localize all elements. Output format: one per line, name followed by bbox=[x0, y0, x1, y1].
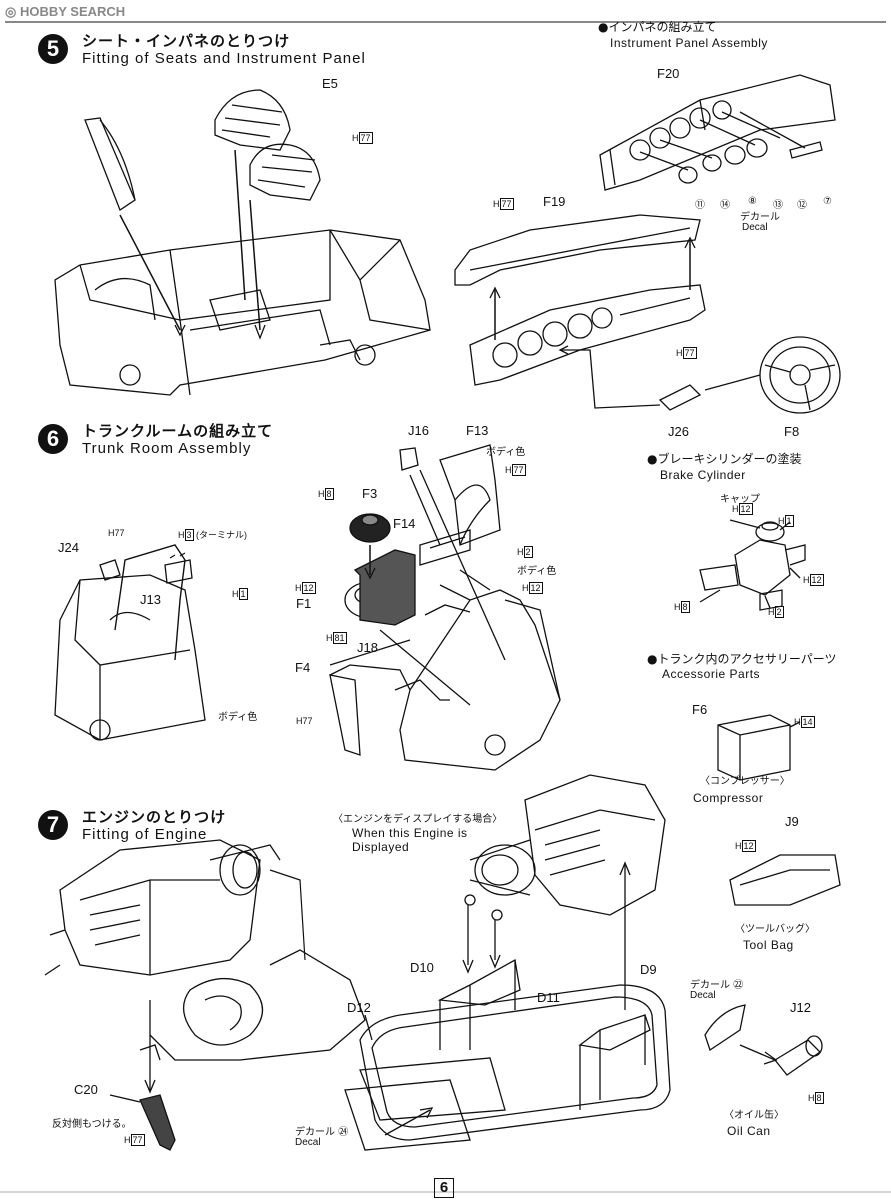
part-label-j24: J24 bbox=[58, 540, 79, 555]
part-label-j12: J12 bbox=[790, 1000, 811, 1015]
brake-cylinder-title-jp: ●ブレーキシリンダーの塗装 bbox=[647, 452, 802, 466]
accessories-title-en: Accessorie Parts bbox=[662, 667, 761, 681]
step-7-title-jp: エンジンのとりつけ bbox=[82, 808, 227, 826]
part-label-d12: D12 bbox=[347, 1000, 371, 1015]
part-label-f4: F4 bbox=[295, 660, 311, 675]
step-5-title-jp: シート・インパネのとりつけ bbox=[82, 32, 291, 50]
part-label-f1: F1 bbox=[296, 596, 312, 611]
step-6-title-en: Trunk Room Assembly bbox=[82, 440, 252, 457]
stand-decal-jp: デカール ㉔ bbox=[295, 1127, 349, 1138]
instrument-panel-title-en: Instrument Panel Assembly bbox=[610, 36, 768, 50]
part-label-d10: D10 bbox=[410, 960, 434, 975]
opposite-side-note: 反対側もつける。 bbox=[52, 1119, 132, 1130]
decal-label-jp: デカール bbox=[740, 212, 780, 223]
part-label-j9: J9 bbox=[785, 814, 799, 829]
accessories-title-jp: ●トランク内のアクセサリーパーツ bbox=[647, 652, 837, 666]
compressor-label-jp: 〈コンプレッサー〉 bbox=[700, 776, 790, 787]
oilcan-label-en: Oil Can bbox=[727, 1124, 771, 1138]
body-color-note-left: ボディ色 bbox=[218, 712, 258, 723]
step-number-6: 6 bbox=[38, 424, 68, 454]
watermark-icon: ◎ bbox=[5, 4, 20, 19]
part-label-d11: D11 bbox=[537, 990, 560, 1005]
color-callout-h77-f4: H77 bbox=[296, 716, 313, 726]
part-label-f19: F19 bbox=[543, 194, 566, 209]
decal-label-en: Decal bbox=[742, 222, 768, 233]
step-7-title-en: Fitting of Engine bbox=[82, 826, 208, 843]
watermark: ◎ HOBBY SEARCH bbox=[5, 4, 126, 19]
part-label-f8: F8 bbox=[784, 424, 800, 439]
oilcan-decal-jp: デカール ㉒ bbox=[690, 980, 744, 991]
cap-label: キャップ bbox=[720, 494, 760, 505]
color-num-13: ⑬ bbox=[773, 200, 783, 211]
instrument-panel-title-jp: ●インパネの組み立て bbox=[598, 20, 717, 34]
color-num-14: ⑭ bbox=[720, 200, 730, 211]
body-color-note-f13: ボディ色 bbox=[486, 447, 526, 458]
step-number-7: 7 bbox=[38, 810, 68, 840]
engine-display-en-2: Displayed bbox=[352, 840, 410, 854]
color-num-11: ⑪ bbox=[695, 200, 705, 211]
color-num-12: ⑫ bbox=[797, 200, 807, 211]
compressor-label-en: Compressor bbox=[693, 791, 764, 805]
color-num-7: ⑦ bbox=[823, 196, 832, 207]
oilcan-label-jp: 〈オイル缶〉 bbox=[724, 1110, 784, 1121]
part-label-j18: J18 bbox=[357, 640, 378, 655]
part-label-e5: E5 bbox=[322, 76, 338, 91]
engine-display-jp: 〈エンジンをディスプレイする場合〉 bbox=[333, 814, 503, 825]
color-num-8: ⑧ bbox=[748, 196, 757, 207]
part-label-j13: J13 bbox=[140, 592, 161, 607]
part-label-j26: J26 bbox=[668, 424, 689, 439]
toolbag-label-en: Tool Bag bbox=[743, 938, 794, 952]
step-number-5: 5 bbox=[38, 34, 68, 64]
part-label-f14: F14 bbox=[393, 516, 416, 531]
page-number: 6 bbox=[434, 1178, 454, 1198]
engine-display-en-1: When this Engine is bbox=[352, 826, 468, 840]
part-label-f20: F20 bbox=[657, 66, 680, 81]
part-label-f3: F3 bbox=[362, 486, 378, 501]
part-label-c20: C20 bbox=[74, 1082, 98, 1097]
part-label-j16: J16 bbox=[408, 423, 429, 438]
part-label-d9: D9 bbox=[640, 962, 657, 977]
color-callout-h77-j24: H77 bbox=[108, 528, 125, 538]
oilcan-decal-en: Decal bbox=[690, 990, 716, 1001]
step-6-title-jp: トランクルームの組み立て bbox=[82, 422, 274, 440]
step-5-title-en: Fitting of Seats and Instrument Panel bbox=[82, 50, 366, 67]
toolbag-label-jp: 〈ツールバッグ〉 bbox=[735, 924, 815, 935]
part-label-f6: F6 bbox=[692, 702, 708, 717]
stand-decal-en: Decal bbox=[295, 1137, 321, 1148]
body-color-note-f14: ボディ色 bbox=[517, 566, 557, 577]
part-label-f13: F13 bbox=[466, 423, 489, 438]
brake-cylinder-title-en: Brake Cylinder bbox=[660, 468, 746, 482]
